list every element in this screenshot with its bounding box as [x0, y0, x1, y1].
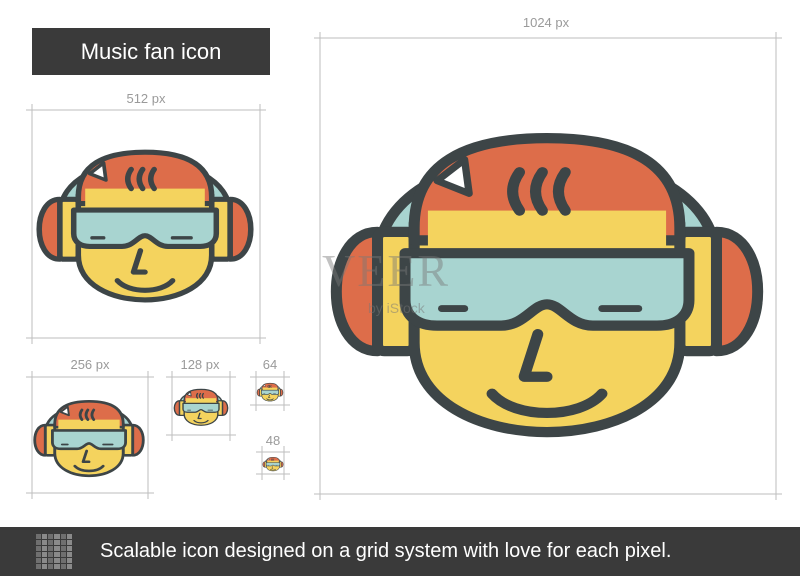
music-fan-icon: [172, 381, 230, 433]
music-fan-icon: [30, 384, 148, 492]
measurement-guides: [26, 32, 782, 500]
watermark-subtext: by iStock: [368, 300, 425, 316]
footer-text: Scalable icon designed on a grid system …: [100, 540, 672, 562]
icon-256: [30, 384, 148, 492]
size-label-1024: 1024 px: [522, 15, 570, 30]
icon-512: [30, 118, 260, 332]
music-fan-icon: [256, 379, 284, 405]
watermark-logo: VEER: [322, 245, 451, 296]
music-fan-icon: [262, 454, 284, 474]
grid-icon: [36, 533, 72, 570]
size-label-512: 512 px: [126, 91, 166, 106]
size-label-256: 256 px: [70, 357, 110, 372]
size-label-64: 64: [262, 357, 278, 372]
size-label-128: 128 px: [180, 357, 220, 372]
title-banner: Music fan icon: [32, 28, 270, 75]
icon-128: [172, 381, 230, 433]
footer-bar: Scalable icon designed on a grid system …: [0, 527, 800, 576]
icon-64: [256, 379, 284, 405]
icon-48: [262, 454, 284, 474]
page-title: Music fan icon: [80, 38, 222, 64]
music-fan-icon: [30, 118, 260, 332]
size-label-48: 48: [265, 433, 281, 448]
